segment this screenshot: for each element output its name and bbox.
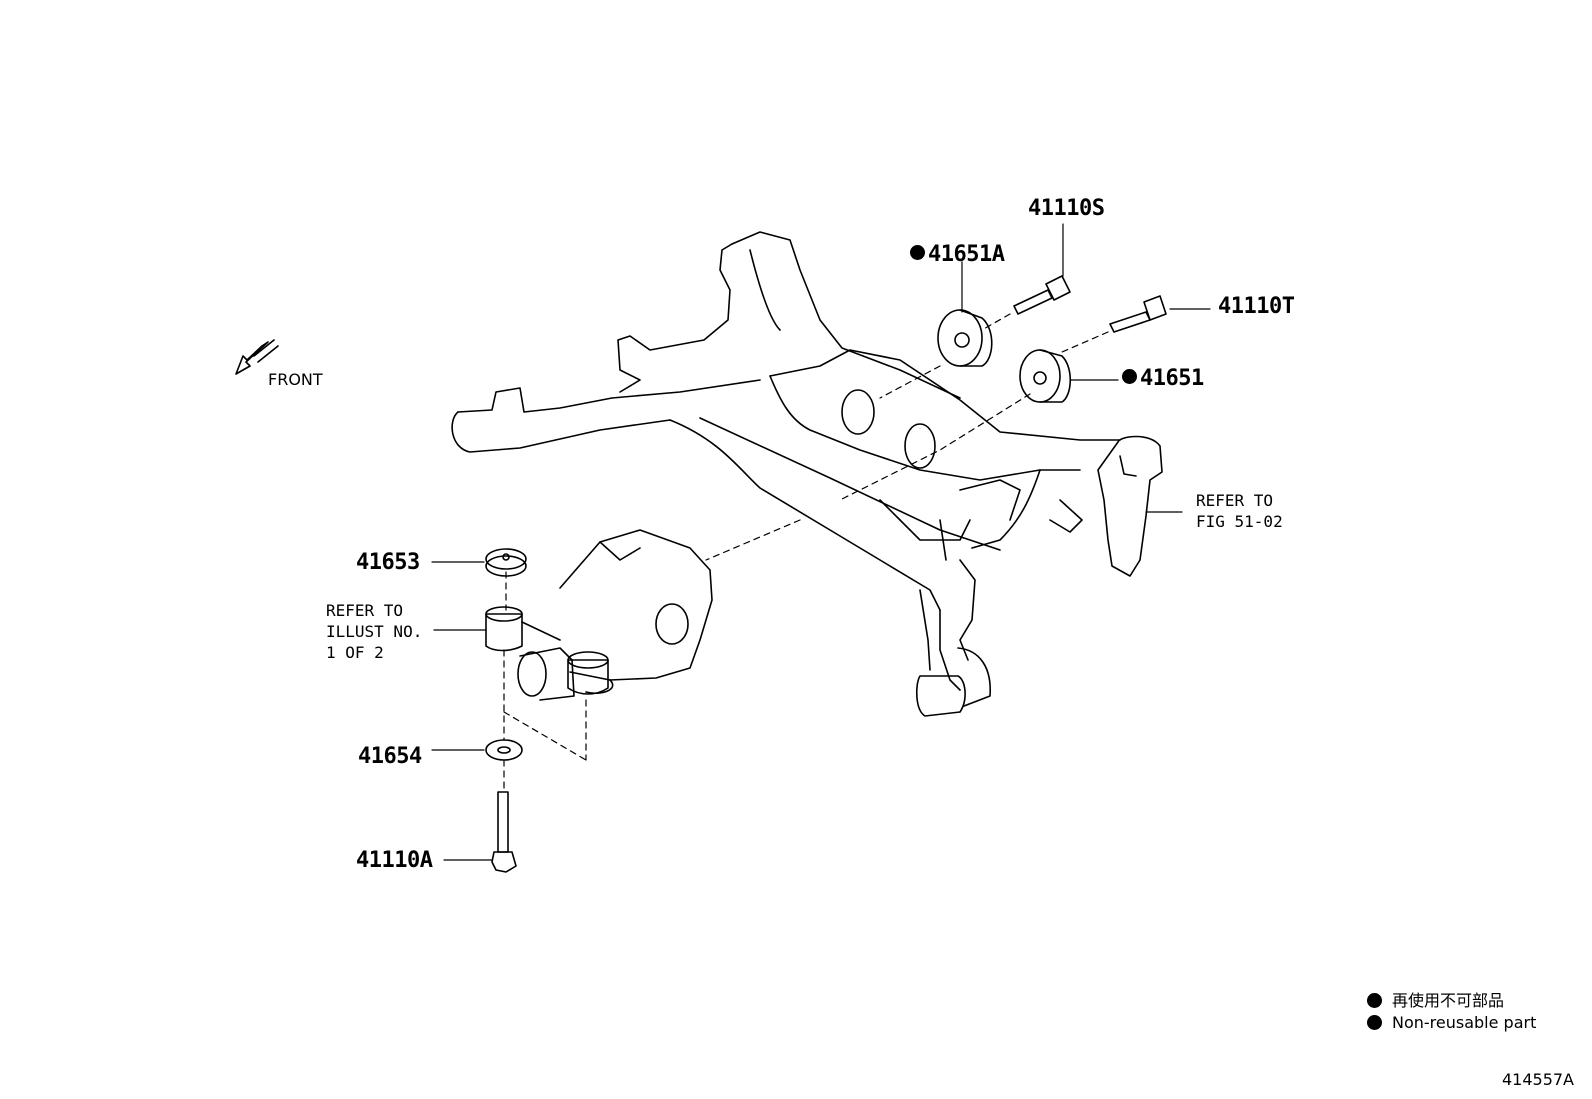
- figure-id: 414557A: [1501, 1070, 1574, 1089]
- part-label-41651a[interactable]: 41651A: [910, 242, 1005, 267]
- dashed-assembly-lines: [503, 313, 1109, 791]
- washer-41654-icon: [485, 739, 523, 761]
- part-number: 41653: [356, 550, 420, 575]
- part-number: 41110A: [356, 848, 433, 873]
- differential-carrier: [485, 529, 713, 701]
- non-reusable-dot-icon: [1367, 993, 1382, 1008]
- refer-line: REFER TO: [1196, 491, 1274, 510]
- bushing-41651a-icon: [937, 309, 993, 367]
- refer-line: REFER TO: [326, 601, 404, 620]
- front-label: FRONT: [268, 370, 323, 389]
- leader-lines: [431, 223, 1211, 861]
- bolt-41110a-icon: [491, 791, 517, 873]
- part-label-41110s[interactable]: 41110S: [1028, 196, 1105, 221]
- refer-fig-note[interactable]: REFER TO FIG 51-02: [1196, 490, 1283, 532]
- bushing-41651-icon: [1019, 349, 1072, 403]
- part-number: 41651A: [928, 242, 1005, 267]
- rear-suspension-crossmember: [451, 231, 1163, 717]
- part-label-41110t[interactable]: 41110T: [1218, 294, 1295, 319]
- part-label-41654[interactable]: 41654: [358, 744, 422, 769]
- refer-line: 1 OF 2: [326, 643, 384, 662]
- part-label-41653[interactable]: 41653: [356, 550, 420, 575]
- part-number: 41110S: [1028, 196, 1105, 221]
- legend-text-japanese: 再使用不可部品: [1392, 991, 1505, 1010]
- refer-line: ILLUST NO.: [326, 622, 423, 641]
- part-label-41110a[interactable]: 41110A: [356, 848, 433, 873]
- legend-text-english: Non-reusable part: [1392, 1013, 1537, 1032]
- legend-english: Non-reusable part: [1367, 1013, 1536, 1032]
- bolt-41110s-icon: [1013, 275, 1071, 315]
- part-label-41651[interactable]: 41651: [1122, 366, 1204, 391]
- bolt-41110t-icon: [1109, 295, 1167, 333]
- part-number: 41110T: [1218, 294, 1295, 319]
- non-reusable-dot-icon: [910, 245, 925, 260]
- front-arrow-icon: [235, 339, 279, 375]
- refer-illust-note[interactable]: REFER TO ILLUST NO. 1 OF 2: [326, 600, 422, 663]
- non-reusable-dot-icon: [1367, 1015, 1382, 1030]
- refer-line: FIG 51-02: [1196, 512, 1283, 531]
- part-number: 41651: [1140, 366, 1204, 391]
- non-reusable-dot-icon: [1122, 369, 1137, 384]
- legend-japanese: 再使用不可部品: [1367, 987, 1504, 1011]
- part-number: 41654: [358, 744, 422, 769]
